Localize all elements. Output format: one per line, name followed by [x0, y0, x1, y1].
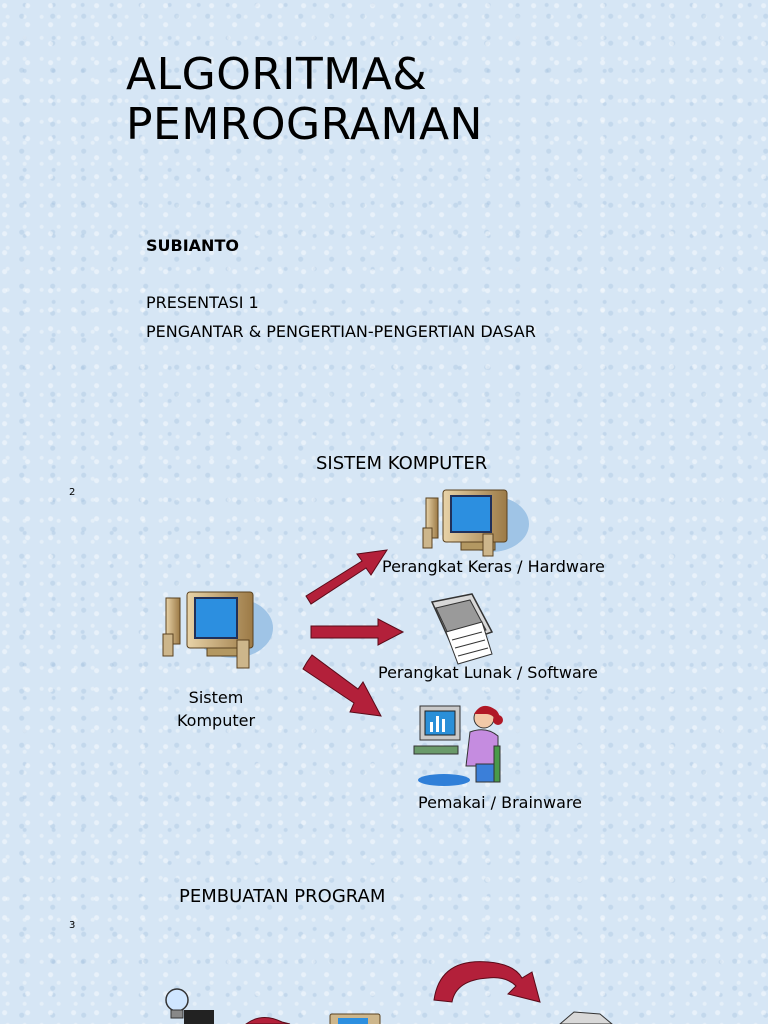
title-line-1: ALGORITMA& [126, 49, 428, 100]
central-label-line-2: Komputer [176, 711, 256, 730]
central-label: Sistem Komputer [166, 686, 266, 732]
slide2-heading: SISTEM KOMPUTER [316, 453, 488, 474]
system-diagram [162, 489, 529, 786]
curved-arrow [433, 961, 541, 1003]
slide-title: ALGORITMA& PEMROGRAMAN [126, 50, 483, 150]
slide2-number: 2 [69, 487, 76, 498]
author-name: SUBIANTO [146, 236, 239, 255]
computer-icon-partial [329, 1013, 381, 1024]
presentation-subtitle: PENGANTAR & PENGERTIAN-PENGERTIAN DASAR [146, 322, 536, 341]
arrow-to-brainware [302, 654, 382, 717]
software-label: Perangkat Lunak / Software [378, 663, 598, 682]
central-label-line-1: Sistem [188, 688, 244, 707]
printer-icon [430, 593, 494, 665]
hardware-label: Perangkat Keras / Hardware [382, 557, 605, 576]
user-at-computer-icon [413, 705, 503, 786]
computer-icon [422, 489, 529, 557]
central-computer-icon [162, 591, 273, 669]
lightbulb-icon [165, 988, 214, 1024]
brainware-label: Pemakai / Brainware [418, 793, 583, 812]
slide3-number: 3 [69, 920, 76, 931]
program-diagram [165, 961, 613, 1024]
title-line-2: PEMROGRAMAN [126, 99, 483, 150]
arrow-to-software [310, 618, 405, 646]
slide3-heading: PEMBUATAN PROGRAM [179, 886, 386, 907]
presentation-number: PRESENTASI 1 [146, 293, 259, 312]
arrow-to-hardware [305, 549, 389, 605]
partial-arrow [245, 1017, 291, 1024]
printer-icon-partial [559, 1011, 613, 1024]
